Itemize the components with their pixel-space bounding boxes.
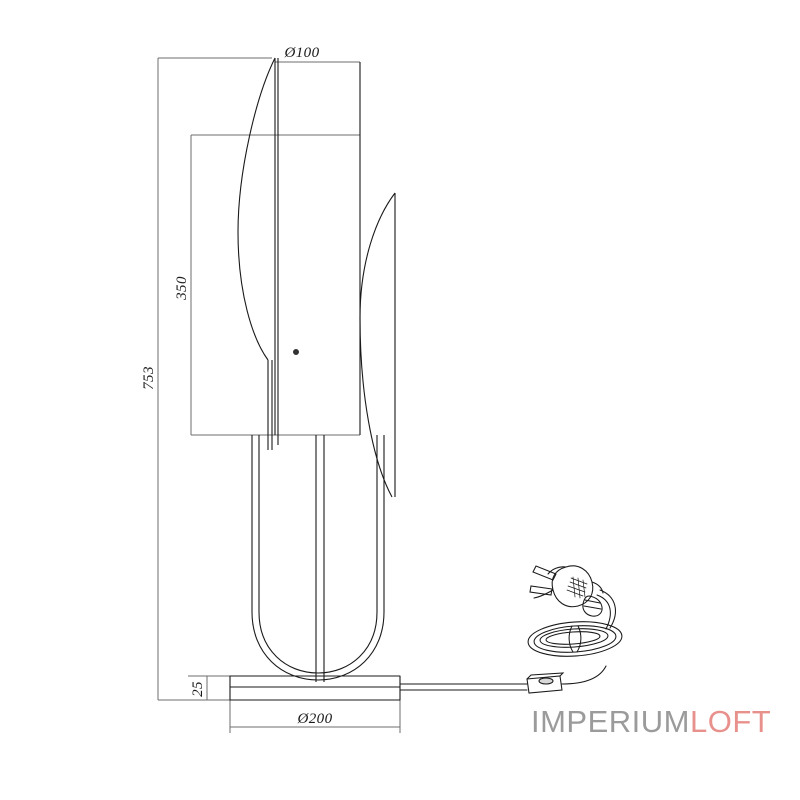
dim-total-height — [157, 57, 272, 701]
dim-base-thickness — [188, 675, 232, 701]
dim-label-shade-height: 350 — [174, 276, 190, 301]
plug-body — [551, 565, 594, 608]
dim-body-diameter — [274, 61, 361, 435]
hatch-2 — [567, 585, 586, 593]
hatch-3 — [566, 589, 584, 597]
dim-base-diameter — [229, 700, 401, 733]
switch-rocker-icon — [538, 677, 554, 685]
base-plate-body — [229, 675, 401, 701]
u-ring-inner — [258, 435, 378, 674]
cord-upper-inner — [596, 594, 611, 630]
dim-label-base-thickness: 25 — [190, 681, 206, 697]
coil-loop-inner — [539, 628, 609, 648]
dimension-layer — [157, 57, 401, 733]
coil-loop-mid — [533, 625, 617, 653]
left-shade-outer-curve — [237, 57, 276, 361]
cord-to-coil — [561, 665, 607, 685]
dim-label-total-height: 753 — [141, 366, 157, 390]
left-shade — [237, 57, 276, 450]
cord-base-run — [399, 683, 528, 691]
dim-label-base-diameter: Ø200 — [297, 711, 333, 727]
power-cord-assembly — [399, 565, 623, 694]
dimension-text-layer: Ø100 350 753 25 Ø200 — [141, 45, 333, 727]
plug-pin-upper — [532, 565, 557, 581]
euro-plug — [529, 565, 604, 617]
u-ring-frame — [251, 435, 385, 681]
logo-accent-text: LOFT — [690, 704, 772, 739]
hatch-1 — [569, 581, 587, 589]
cord-coil — [527, 621, 623, 685]
coil-loop-core — [545, 631, 601, 645]
center-stem — [315, 435, 325, 682]
lamp-geometry — [229, 57, 401, 701]
switch-body — [526, 675, 563, 694]
logo-primary-text: IMPERIUM — [531, 704, 690, 739]
plug-strain-relief — [582, 595, 603, 617]
inline-switch — [526, 672, 565, 694]
relief-rib-2 — [583, 605, 602, 610]
coil-loop-outer — [527, 621, 623, 657]
hatch-4 — [570, 577, 588, 585]
plug-collar-right — [591, 581, 604, 594]
relief-rib-1 — [584, 599, 601, 604]
switch-top-face — [526, 672, 565, 680]
plug-pin-lower — [529, 585, 553, 596]
plug-shoulder — [547, 566, 567, 575]
plug-face-hatch — [566, 576, 588, 599]
hatch-5 — [572, 576, 576, 598]
cord-upper-outer — [599, 589, 616, 629]
detail-dot-icon — [292, 348, 299, 355]
coil-tie-right — [576, 625, 582, 653]
hatch-6 — [577, 577, 581, 599]
strain-relief-body — [582, 595, 603, 617]
u-ring-outer — [251, 435, 385, 681]
base-plate — [229, 675, 401, 701]
brand-logo: IMPERIUMLOFT — [531, 706, 771, 737]
coil-tie-left — [568, 625, 574, 653]
plug-pins — [529, 565, 557, 596]
lamp-body-column — [274, 58, 361, 445]
hatch-7 — [582, 579, 586, 598]
dim-label-body-diameter: Ø100 — [284, 45, 320, 61]
cord-to-plug — [596, 589, 616, 630]
